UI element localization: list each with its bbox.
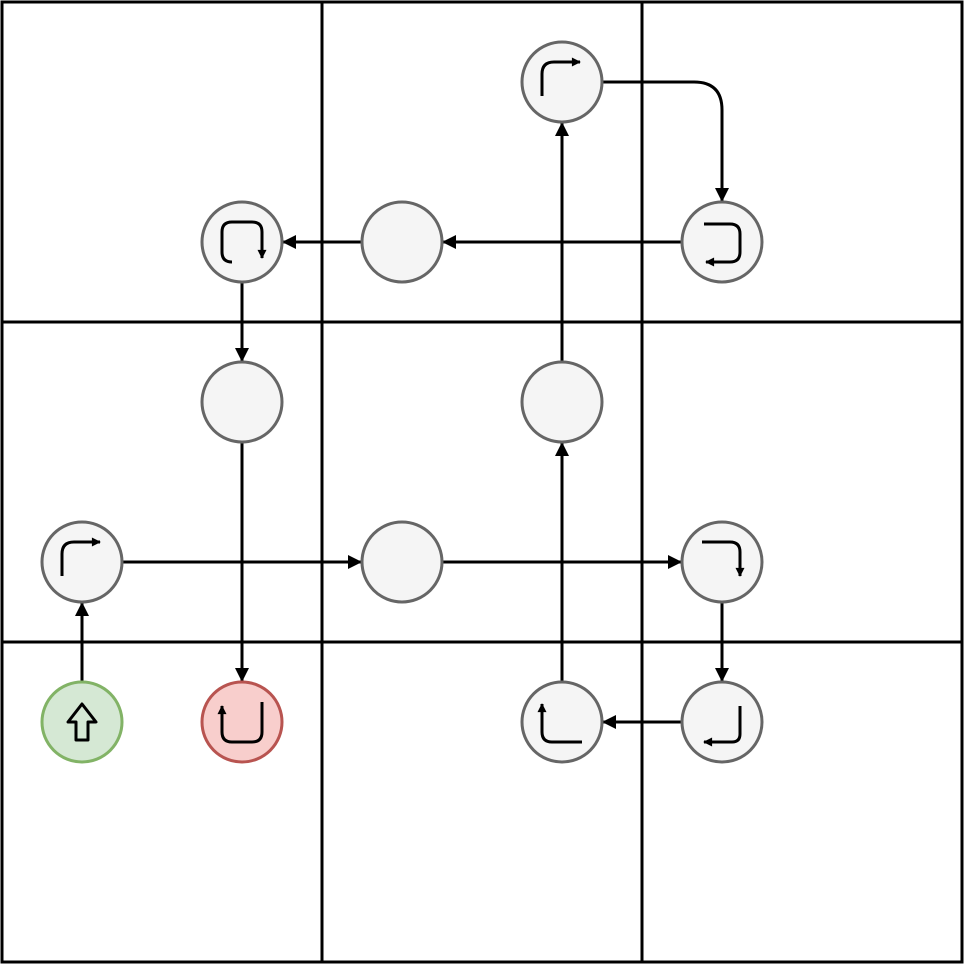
node-circle bbox=[680, 520, 764, 604]
flow-node bbox=[680, 200, 764, 284]
flow-node bbox=[680, 680, 764, 764]
start-node bbox=[40, 680, 124, 764]
node-circle bbox=[360, 200, 444, 284]
flow-node bbox=[520, 680, 604, 764]
node-circle bbox=[680, 680, 764, 764]
flow-node bbox=[520, 360, 604, 444]
flow-node bbox=[200, 200, 284, 284]
node-circle bbox=[200, 680, 284, 764]
flow-node bbox=[680, 520, 764, 604]
turn-right-icon bbox=[540, 57, 581, 96]
node-circle bbox=[200, 360, 284, 444]
arrow-up-outline-icon bbox=[66, 702, 98, 742]
loop-icon bbox=[220, 220, 267, 264]
node-circle bbox=[520, 360, 604, 444]
turn-right-icon bbox=[60, 537, 101, 576]
flow-arrows bbox=[75, 80, 729, 729]
node-circle bbox=[680, 200, 764, 284]
turn-down-left-icon bbox=[703, 706, 742, 747]
turn-down-icon bbox=[702, 540, 745, 577]
node-circle bbox=[360, 520, 444, 604]
flow-nodes bbox=[40, 40, 764, 764]
flow-node bbox=[40, 520, 124, 604]
flow-node bbox=[360, 520, 444, 604]
flow-node bbox=[200, 360, 284, 444]
node-circle bbox=[520, 40, 604, 124]
u-turn-left-icon bbox=[704, 222, 742, 267]
flow-node bbox=[360, 200, 444, 284]
end-node bbox=[200, 680, 284, 764]
node-circle bbox=[40, 520, 124, 604]
node-circle bbox=[40, 680, 124, 764]
flow-node bbox=[520, 40, 604, 124]
node-circle bbox=[520, 680, 604, 764]
u-turn-up-icon bbox=[217, 702, 264, 744]
flow-arrow bbox=[602, 80, 729, 202]
node-circle bbox=[200, 200, 284, 284]
turn-left-up-icon bbox=[537, 703, 582, 744]
